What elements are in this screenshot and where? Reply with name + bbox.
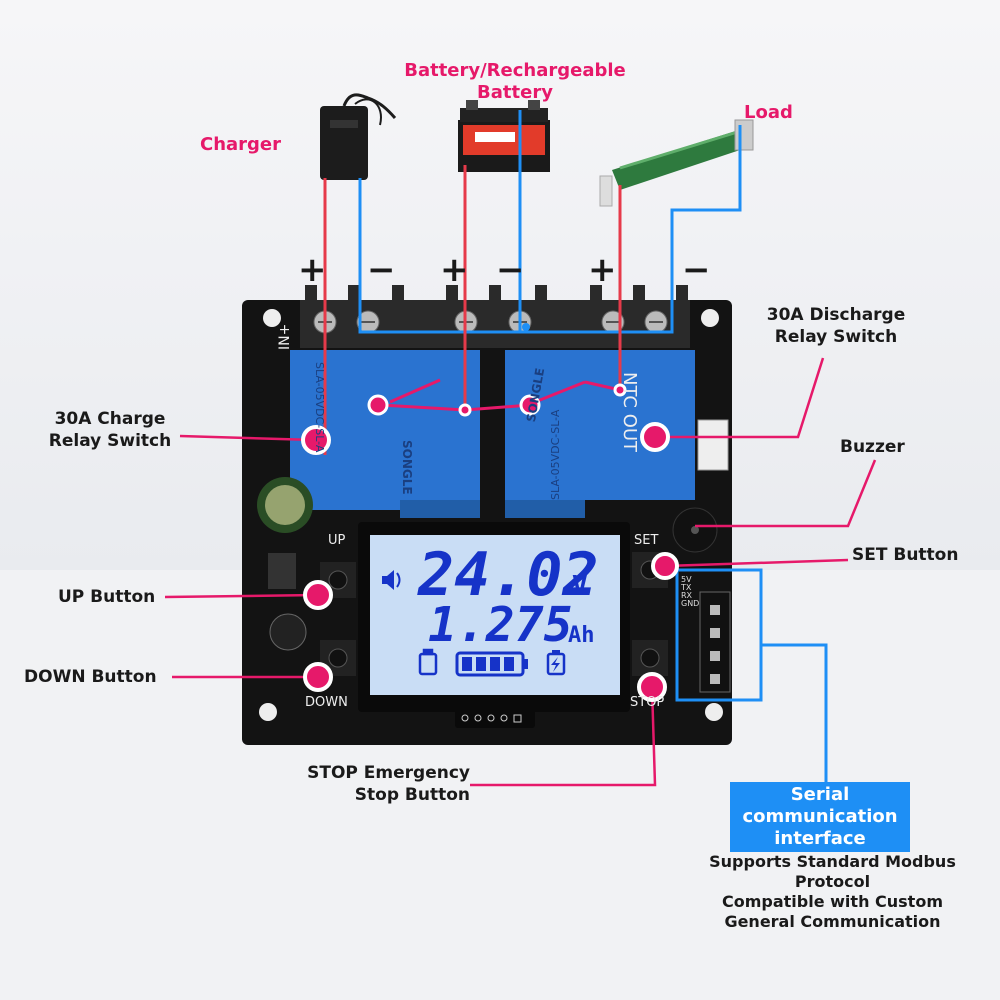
charge-relay bbox=[290, 350, 480, 518]
polarity-minus-charger: − bbox=[367, 250, 396, 290]
label-stop-button: STOP Emergency Stop Button bbox=[307, 763, 470, 805]
battery-level-bar bbox=[476, 657, 486, 671]
serial-description: Supports Standard Modbus Protocol Compat… bbox=[709, 852, 956, 931]
terminal-block bbox=[300, 285, 690, 348]
discharge-relay bbox=[505, 350, 695, 518]
polarity-minus-load: − bbox=[682, 250, 711, 290]
label-load: Load bbox=[744, 102, 793, 123]
relay-right-model: SLA-05VDC-SL-A bbox=[549, 409, 562, 500]
relay-left-model: SLA-05VDC-SL-A bbox=[313, 362, 326, 453]
label-charger: Charger bbox=[200, 134, 282, 155]
polarity-plus-charger: + bbox=[298, 250, 327, 290]
charger-icon bbox=[320, 93, 397, 180]
relay-left-brand: SONGLE bbox=[400, 440, 414, 495]
polarity-minus-battery: − bbox=[496, 250, 525, 290]
lcd-capacity: 1.275 bbox=[428, 597, 573, 653]
ntc-connector bbox=[697, 419, 729, 471]
serial-pin-label: 5V bbox=[681, 575, 692, 584]
stop-button[interactable] bbox=[632, 640, 668, 676]
lcd-capacity-unit: Ah bbox=[568, 623, 595, 648]
speaker-icon bbox=[382, 570, 401, 590]
label-charge-relay: 30A Charge Relay Switch bbox=[48, 409, 172, 451]
battery-level-bar bbox=[462, 657, 472, 671]
label-up-button: UP Button bbox=[58, 587, 156, 607]
serial-highlight-box bbox=[675, 568, 763, 702]
silk-set: SET bbox=[634, 533, 659, 548]
blue-wires bbox=[358, 110, 828, 782]
serial-pin-label: TX bbox=[681, 583, 692, 592]
serial-interface-box: Serial communication interface bbox=[730, 782, 910, 852]
serial-pin-label: GND bbox=[681, 599, 700, 608]
label-down-button: DOWN Button bbox=[24, 667, 157, 687]
silk-down: DOWN bbox=[305, 695, 348, 710]
label-battery: Battery/Rechargeable Battery bbox=[404, 60, 626, 103]
polarity-plus-load: + bbox=[588, 250, 617, 290]
battery-icon bbox=[458, 100, 550, 172]
battery-level-bar bbox=[490, 657, 500, 671]
label-set-button: SET Button bbox=[852, 545, 959, 565]
serial-pin-label: RX bbox=[681, 591, 693, 600]
discharge-status-icon bbox=[546, 650, 566, 676]
red-wires bbox=[323, 165, 622, 455]
lcd-battery-icon bbox=[455, 651, 528, 677]
lcd-voltage-unit: V bbox=[572, 571, 588, 601]
silk-ntc-out: NTC OUT bbox=[619, 372, 640, 453]
label-buzzer: Buzzer bbox=[840, 437, 905, 457]
lcd-voltage: 24.02 bbox=[418, 540, 599, 610]
battery-level-bar bbox=[504, 657, 514, 671]
label-discharge-relay: 30A Discharge Relay Switch bbox=[766, 305, 906, 347]
inductor bbox=[268, 553, 296, 589]
polarity-plus-battery: + bbox=[440, 250, 469, 290]
silk-up: UP bbox=[328, 533, 346, 548]
silk-stop: STOP bbox=[630, 695, 665, 710]
charge-status-icon bbox=[418, 648, 438, 676]
silk-in-plus: IN+ bbox=[277, 323, 293, 350]
load-resistor-icon bbox=[599, 119, 754, 207]
